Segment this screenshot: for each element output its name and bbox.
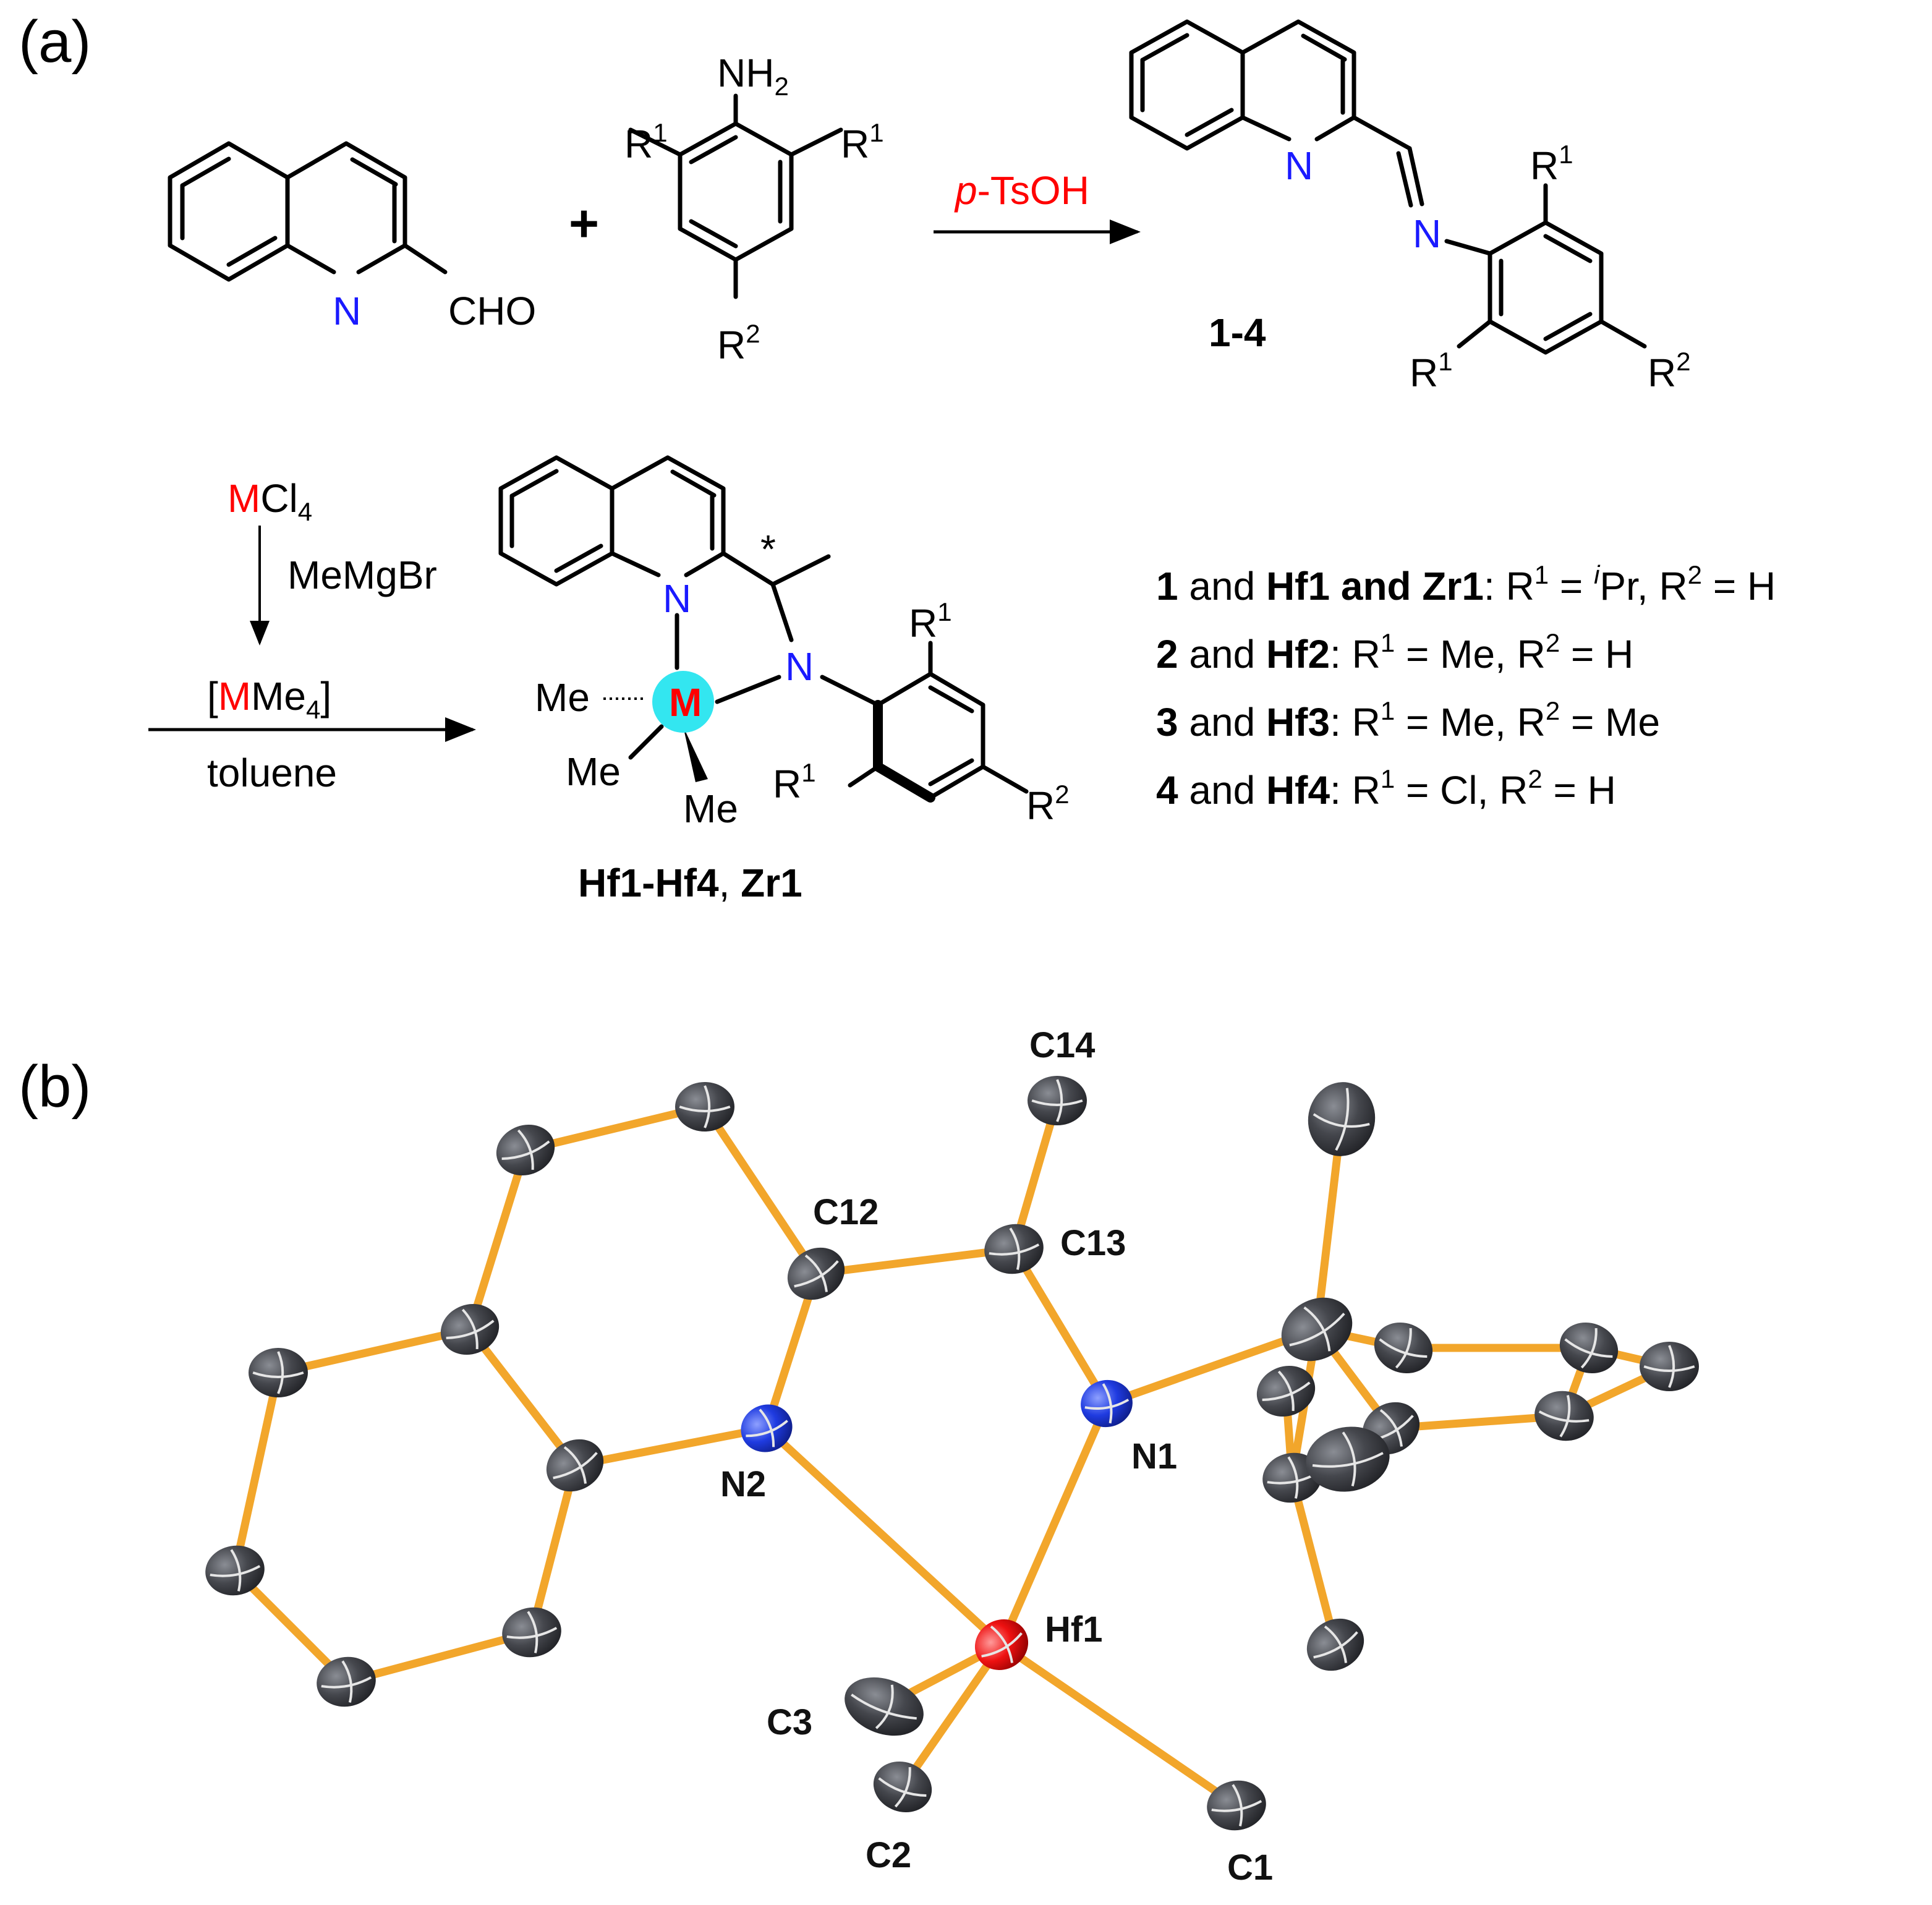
atom-ellipsoid-ip1 <box>1308 1082 1376 1156</box>
substituent-legend: 1 and Hf1 and Zr1: R1 = iPr, R2 = H 2 and… <box>1156 560 1776 812</box>
atom-ellipsoid-c14 <box>1028 1076 1087 1125</box>
atom-ellipsoid-ar3 <box>1559 1322 1619 1374</box>
atom-ellipsoid-c1 <box>1207 1780 1266 1831</box>
atom-ellipsoid-c11 <box>675 1082 734 1131</box>
bond-stick-15 <box>762 1424 1006 1649</box>
product-label-1-4: 1-4 <box>1209 310 1266 355</box>
bond-stick-10 <box>527 1461 579 1637</box>
atom-ellipsoid-c8 <box>249 1348 308 1397</box>
atom-ellipsoid-c4 <box>546 1439 604 1492</box>
legend-line-4: 4 and Hf4: R1 = Cl, R2 = H <box>1156 764 1616 812</box>
atom-ellipsoid-c2 <box>873 1761 932 1813</box>
complex-n-amido: N <box>785 644 814 689</box>
bond-stick-9 <box>342 1628 536 1686</box>
atom-ellipsoid-c9 <box>440 1303 500 1355</box>
bond-stick-12 <box>571 1424 771 1470</box>
bond-stick-16 <box>997 1399 1111 1649</box>
atom-ellipsoid-ip2 <box>1306 1618 1364 1671</box>
complex-me-3: Me <box>683 786 738 831</box>
aniline-structure: NH2 R1 R1 R2 <box>624 51 884 367</box>
panel-a-label: (a) <box>19 9 91 75</box>
bond-stick-18 <box>898 1640 1006 1791</box>
complex-me-1: Me <box>535 675 590 720</box>
imine-n: N <box>1413 211 1441 256</box>
metal-highlight-circle <box>652 671 714 733</box>
atom-ellipsoid-hf <box>974 1619 1029 1671</box>
atom-ellipsoid-c5 <box>502 1607 561 1658</box>
atom-ellipsoid-ar1 <box>1281 1297 1353 1362</box>
atom-ellipsoid-n1 <box>1081 1379 1133 1428</box>
imine-r1-top: R1 <box>1530 140 1573 188</box>
imine-product-structure: N N R1 R1 R2 1-4 <box>1129 19 1691 395</box>
mme4-intermediate: [MMe4] <box>207 674 331 724</box>
bond-stick-29 <box>1288 1473 1340 1649</box>
legend-line-2: 2 and Hf2: R1 = Me, R2 = H <box>1156 628 1633 676</box>
atom-label-c3: C3 <box>767 1702 812 1742</box>
bond-stick-2 <box>812 1245 1018 1278</box>
panel-b-label: (b) <box>19 1054 91 1120</box>
bond-stick-8 <box>231 1566 351 1686</box>
aniline-r2: R2 <box>717 319 760 367</box>
bond-stick-1 <box>1010 1096 1062 1253</box>
metal-complex-structure: M N N * Me Me Me R1 R1 R2 Hf1-Hf4, Zr1 <box>498 455 1070 905</box>
memgbr-reagent: MeMgBr <box>287 553 437 597</box>
bond-stick-19 <box>997 1640 1241 1810</box>
mcl4-reagent: MCl4 <box>228 476 312 526</box>
legend-line-3: 3 and Hf3: R1 = Me, R2 = Me <box>1156 696 1660 744</box>
solvent-toluene: toluene <box>207 751 337 795</box>
complex-r1-top: R1 <box>909 597 952 646</box>
imine-ring-n: N <box>1285 143 1313 188</box>
bond-stick-5 <box>466 1146 530 1334</box>
atom-ellipsoid-n2 <box>741 1404 793 1452</box>
complex-metal-m: M <box>669 680 702 725</box>
quinoline-aldehyde-structure: N CHO <box>168 141 536 333</box>
complex-me-2: Me <box>566 749 621 794</box>
imine-r2: R2 <box>1648 347 1691 395</box>
metal-reagent-route: MCl4 MeMgBr [MMe4] toluene <box>148 476 476 795</box>
atom-label-c1: C1 <box>1227 1847 1273 1888</box>
aniline-nh2: NH2 <box>717 51 789 101</box>
atom-ellipsoid-c12 <box>787 1247 845 1300</box>
atom-label-c12: C12 <box>813 1192 879 1232</box>
bond-stick-3 <box>700 1102 820 1278</box>
bond-stick-7 <box>231 1368 283 1575</box>
aldehyde-cho-group: CHO <box>448 289 536 333</box>
reagent-ptsoh: p-TsOH <box>954 168 1089 213</box>
atom-ellipsoid-ar2 <box>1374 1322 1433 1374</box>
atom-ellipsoid-ar5 <box>1534 1391 1594 1441</box>
atom-label-c13: C13 <box>1060 1223 1126 1263</box>
bond-stick-11 <box>466 1325 579 1470</box>
bond-stick-6 <box>274 1325 474 1377</box>
atom-ellipsoid-ip3 <box>1256 1365 1316 1417</box>
atom-ellipsoid-c3 <box>845 1677 924 1736</box>
atom-label-c14: C14 <box>1029 1025 1095 1065</box>
bond-stick-4 <box>521 1102 709 1154</box>
legend-line-1: 1 and Hf1 and Zr1: R1 = iPr, R2 = H <box>1156 560 1776 608</box>
atom-ellipsoid-ar4 <box>1640 1342 1699 1391</box>
atom-ellipsoid-c7 <box>205 1545 265 1596</box>
reaction-arrow-1: p-TsOH <box>934 168 1141 244</box>
atom-ellipsoid-c6 <box>317 1656 376 1707</box>
atom-ellipsoid-c10 <box>496 1124 555 1176</box>
complex-r1-bottom: R1 <box>773 758 816 806</box>
complex-n-quinoline: N <box>663 576 691 621</box>
atom-label-n1: N1 <box>1131 1436 1177 1477</box>
bond-stick-14 <box>1010 1245 1111 1408</box>
atom-label-n2: N2 <box>720 1464 766 1504</box>
imine-r1-bottom: R1 <box>1410 347 1453 395</box>
atom-ellipsoid-ar8 <box>1306 1426 1390 1492</box>
aniline-r1-left: R1 <box>624 118 668 166</box>
bond-stick-20 <box>1102 1325 1321 1408</box>
complex-label: Hf1-Hf4, Zr1 <box>578 861 802 905</box>
aniline-r1-right: R1 <box>841 118 884 166</box>
chiral-center-star: * <box>760 527 776 571</box>
atom-label-c2: C2 <box>866 1835 911 1875</box>
plus-sign: + <box>569 194 599 252</box>
complex-r2: R2 <box>1026 780 1070 828</box>
atom-label-hf1: Hf1 <box>1045 1609 1102 1650</box>
atom-ellipsoid-c13 <box>984 1224 1044 1274</box>
aldehyde-n-atom: N <box>333 289 361 333</box>
